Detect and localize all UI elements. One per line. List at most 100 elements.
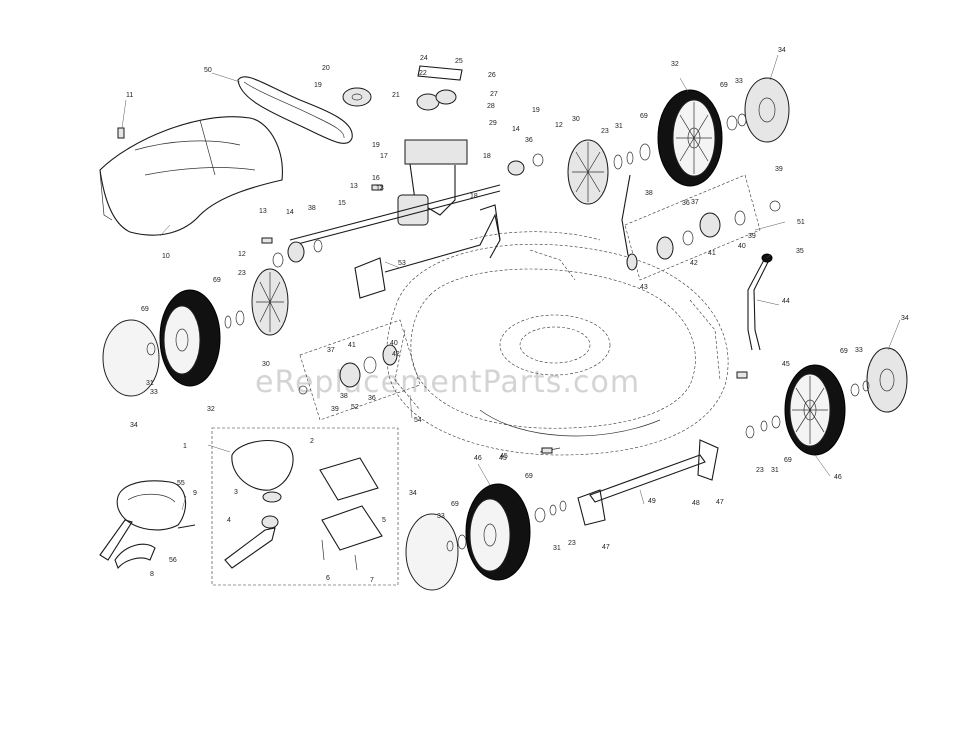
callout-56: 56 bbox=[169, 557, 177, 564]
callout-47: 47 bbox=[716, 499, 724, 506]
callout-37: 37 bbox=[327, 347, 335, 354]
rear-shield bbox=[99, 116, 283, 236]
callout-44: 44 bbox=[782, 298, 790, 305]
callout-40: 40 bbox=[390, 340, 398, 347]
grass-bag-hardware bbox=[99, 480, 196, 570]
callout-30: 30 bbox=[572, 116, 580, 123]
callout-17: 17 bbox=[380, 153, 388, 160]
callout-36: 36 bbox=[368, 395, 376, 402]
front-axle-assembly bbox=[539, 439, 719, 526]
drive-bracket-53 bbox=[354, 204, 501, 299]
callout-41: 41 bbox=[348, 342, 356, 349]
callout-42: 42 bbox=[690, 260, 698, 267]
callout-39: 39 bbox=[748, 233, 756, 240]
callout-36: 36 bbox=[525, 137, 533, 144]
callout-12: 12 bbox=[238, 251, 246, 258]
callout-69: 69 bbox=[525, 473, 533, 480]
callout-26: 26 bbox=[488, 72, 496, 79]
callout-33: 33 bbox=[855, 347, 863, 354]
callout-34: 34 bbox=[409, 490, 417, 497]
callout-5: 5 bbox=[382, 517, 386, 524]
callout-38: 38 bbox=[308, 205, 316, 212]
callout-20: 20 bbox=[322, 65, 330, 72]
callout-27: 27 bbox=[490, 91, 498, 98]
drive-belt bbox=[237, 76, 353, 144]
height-lever-44 bbox=[747, 253, 773, 351]
callout-18: 18 bbox=[470, 193, 478, 200]
callout-7: 7 bbox=[370, 577, 374, 584]
callout-19: 19 bbox=[372, 142, 380, 149]
wheel-rear-left bbox=[102, 268, 289, 397]
callout-49: 49 bbox=[648, 498, 656, 505]
callout-19: 19 bbox=[314, 82, 322, 89]
callout-45: 45 bbox=[782, 361, 790, 368]
callout-34: 34 bbox=[901, 315, 909, 322]
callout-51: 51 bbox=[797, 219, 805, 226]
callout-38: 38 bbox=[340, 393, 348, 400]
handle-kit-box bbox=[211, 427, 399, 586]
callout-6: 6 bbox=[326, 575, 330, 582]
callout-69: 69 bbox=[141, 306, 149, 313]
callout-23: 23 bbox=[568, 540, 576, 547]
callout-50: 50 bbox=[204, 67, 212, 74]
callout-25: 25 bbox=[455, 58, 463, 65]
callout-69: 69 bbox=[840, 348, 848, 355]
callout-2: 2 bbox=[310, 438, 314, 445]
callout-41: 41 bbox=[708, 250, 716, 257]
callout-11: 11 bbox=[126, 92, 133, 99]
leader-lines bbox=[121, 54, 901, 511]
callout-42: 42 bbox=[392, 351, 400, 358]
callout-31: 31 bbox=[146, 380, 154, 387]
callout-9: 9 bbox=[193, 490, 197, 497]
callout-69: 69 bbox=[720, 82, 728, 89]
callout-28: 28 bbox=[487, 103, 495, 110]
callout-1: 1 bbox=[183, 443, 187, 450]
callout-31: 31 bbox=[615, 123, 623, 130]
callout-35: 35 bbox=[796, 248, 804, 255]
callout-40: 40 bbox=[738, 243, 746, 250]
callout-39: 39 bbox=[775, 166, 783, 173]
callout-13: 13 bbox=[376, 185, 384, 192]
callout-43: 43 bbox=[640, 284, 648, 291]
callout-23: 23 bbox=[601, 128, 609, 135]
callout-31: 31 bbox=[553, 545, 561, 552]
callout-15: 15 bbox=[338, 200, 346, 207]
callout-54: 54 bbox=[414, 417, 422, 424]
callout-23: 23 bbox=[238, 270, 246, 277]
callout-13: 13 bbox=[259, 208, 267, 215]
callout-53: 53 bbox=[398, 260, 406, 267]
callout-33: 33 bbox=[150, 389, 158, 396]
callout-24: 24 bbox=[420, 55, 428, 62]
callout-69: 69 bbox=[784, 457, 792, 464]
callout-21: 21 bbox=[392, 92, 400, 99]
callout-46: 46 bbox=[834, 474, 842, 481]
callout-34: 34 bbox=[130, 422, 138, 429]
callout-37: 37 bbox=[691, 199, 699, 206]
callout-8: 8 bbox=[150, 571, 154, 578]
wheel-rear-right bbox=[567, 77, 790, 205]
callout-19: 19 bbox=[532, 107, 540, 114]
callout-52: 52 bbox=[351, 404, 359, 411]
callout-33: 33 bbox=[437, 513, 445, 520]
callout-38: 38 bbox=[645, 190, 653, 197]
right-gear-assembly bbox=[621, 174, 781, 281]
callout-16: 16 bbox=[372, 175, 380, 182]
callout-33: 33 bbox=[735, 78, 743, 85]
callout-45: 45 bbox=[500, 453, 508, 460]
callout-34: 34 bbox=[778, 47, 786, 54]
callout-10: 10 bbox=[162, 253, 170, 260]
wheel-front-left bbox=[405, 483, 567, 591]
callout-31: 31 bbox=[771, 467, 779, 474]
callout-46: 46 bbox=[474, 455, 482, 462]
callout-14: 14 bbox=[286, 209, 294, 216]
callout-36: 36 bbox=[682, 200, 690, 207]
callout-12: 12 bbox=[555, 122, 563, 129]
callout-55: 55 bbox=[177, 480, 185, 487]
callout-30: 30 bbox=[262, 361, 270, 368]
fasteners bbox=[117, 127, 748, 454]
callout-29: 29 bbox=[489, 120, 497, 127]
callout-69: 69 bbox=[451, 501, 459, 508]
